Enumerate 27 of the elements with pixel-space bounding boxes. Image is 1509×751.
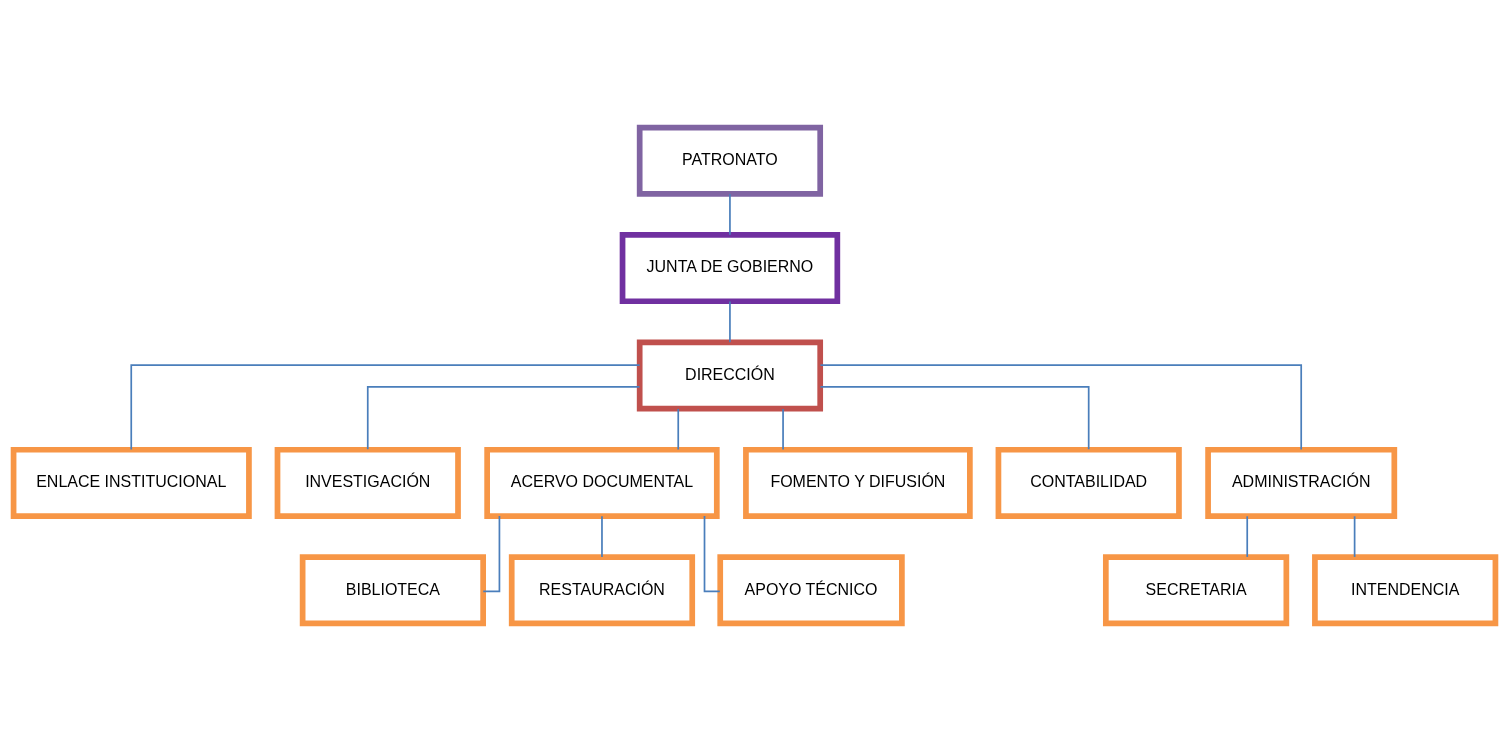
node-box: INTENDENCIA	[1312, 554, 1499, 627]
node-box: SECRETARIA	[1102, 554, 1290, 627]
node-box: ENLACE INSTITUCIONAL	[10, 446, 252, 519]
node-box: DIRECCIÓN	[636, 339, 824, 412]
connector	[366, 386, 641, 451]
node-box: APOYO TÉCNICO	[717, 554, 905, 627]
connector	[819, 386, 1090, 451]
connector	[1246, 515, 1249, 558]
node-box: JUNTA DE GOBIERNO	[619, 232, 841, 305]
connector	[729, 300, 731, 343]
connector	[1353, 515, 1356, 558]
node-box: CONTABILIDAD	[995, 446, 1182, 519]
connector	[677, 408, 680, 451]
node-box: ACERVO DOCUMENTAL	[484, 446, 720, 519]
node-box: ADMINISTRACIÓN	[1205, 446, 1398, 519]
connector	[703, 515, 721, 593]
connector	[601, 515, 603, 558]
connector	[729, 193, 731, 236]
node-box: BIBLIOTECA	[299, 554, 486, 627]
connector	[130, 364, 641, 451]
connector	[782, 408, 784, 451]
node-box: FOMENTO Y DIFUSIÓN	[743, 446, 973, 519]
node-box: PATRONATO	[636, 124, 824, 197]
node-box: RESTAURACIÓN	[508, 554, 696, 627]
connector	[482, 515, 501, 593]
connector	[819, 364, 1303, 451]
node-box: INVESTIGACIÓN	[274, 446, 461, 519]
